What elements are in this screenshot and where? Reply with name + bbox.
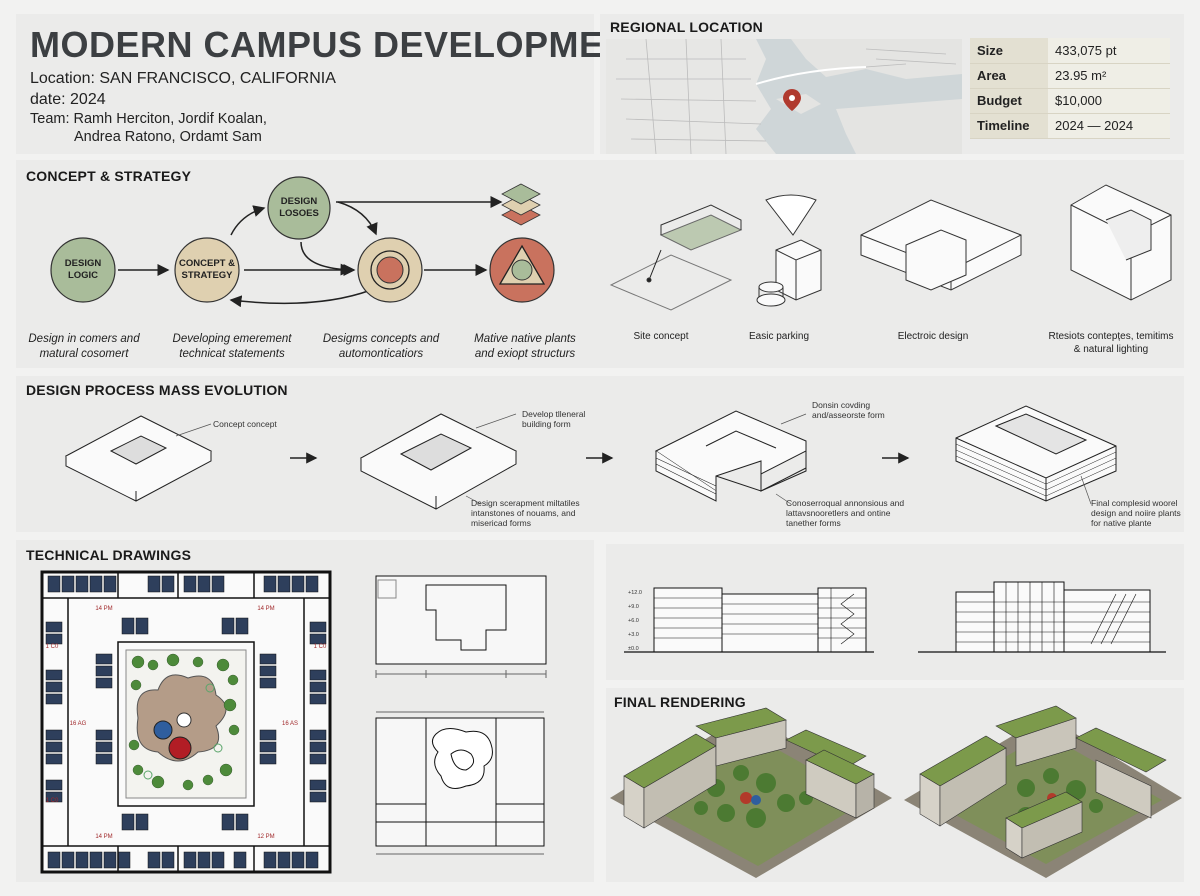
svg-text:+3.0: +3.0: [628, 632, 639, 638]
concept-caption-3: Desigms concepts and automonticatiors: [322, 333, 440, 360]
concept-strategy-label: CONCEPT & STRATEGY: [179, 258, 235, 281]
technical-panel: TECHNICAL DRAWINGS: [16, 540, 594, 882]
design-losoes-label: DESIGN LOSOES: [279, 196, 319, 219]
design-logic-node: [50, 237, 116, 303]
regional-map[interactable]: [606, 39, 962, 154]
elevation-drawings[interactable]: +12.0 +9.0 +6.0 +3.0 ±0.0: [606, 544, 1184, 680]
triangle-node: [489, 237, 555, 303]
plan-label: 1 C0: [46, 644, 59, 650]
mass-evolution-diagram: [64, 405, 1117, 510]
concept-caption-2: Developing emerement technicat statement…: [172, 333, 292, 360]
concept-panel: CONCEPT & STRATEGY: [16, 160, 1184, 368]
svg-text:±0.0: ±0.0: [628, 646, 639, 652]
courtyard-garden: [125, 649, 247, 799]
elevations-panel: +12.0 +9.0 +6.0 +3.0 ±0.0: [606, 544, 1184, 680]
cycle-node: [357, 237, 423, 303]
evolution-title: DESIGN PROCESS MASS EVOLUTION: [26, 382, 288, 398]
iso-caption-3: Electroic design: [897, 331, 969, 342]
rendering-panel: FINAL RENDERING: [606, 688, 1184, 882]
plan-label: 16 AG: [70, 721, 87, 727]
stat-label: Area: [970, 63, 1048, 89]
stat-label: Budget: [970, 88, 1048, 114]
evolution-note-5: Conoserroqual annonsious and lattavsnoor…: [786, 498, 905, 528]
rendering-view-2: [904, 705, 1182, 878]
page-title: MODERN CAMPUS DEVELOPMENT: [30, 24, 653, 65]
plan-drawing-upper[interactable]: [366, 570, 566, 682]
stats-row: Budget$10,000: [970, 88, 1170, 114]
concept-iso-sketches: [609, 184, 1172, 311]
plan-label: 14 PM: [95, 834, 112, 840]
project-location: Location: SAN FRANCISCO, CALIFORNIA: [30, 70, 336, 87]
header-panel: MODERN CAMPUS DEVELOPMENT Location: SAN …: [16, 14, 652, 154]
svg-text:+9.0: +9.0: [628, 604, 639, 610]
plan-label: 14 PM: [257, 606, 274, 612]
concept-strategy-node: [174, 237, 240, 303]
stat-value: 2024 — 2024: [1048, 113, 1170, 139]
plan-label: 1 C0: [314, 644, 327, 650]
stat-value: 23.95 m²: [1048, 63, 1170, 89]
evolution-note-2: Develop tlleneral building form: [522, 409, 586, 429]
layers-icon: [501, 183, 541, 226]
map-pin-icon[interactable]: [783, 89, 801, 111]
rendering-view-1: [610, 707, 892, 878]
svg-text:+12.0: +12.0: [628, 590, 642, 596]
final-rendering-images[interactable]: [606, 688, 1184, 882]
iso-caption-1: Site concept: [633, 331, 689, 342]
project-date: date: 2024: [30, 91, 106, 108]
project-team-line2: Andrea Ratono, Ordamt Sam: [74, 129, 262, 145]
evolution-note-3: Design scerapment miltatiles intanstones…: [471, 498, 580, 528]
plan-label: 12 PM: [257, 834, 274, 840]
design-losoes-node: [267, 176, 331, 240]
evolution-note-6: Final complesid woorel design and noiire…: [1091, 498, 1181, 528]
iso-caption-4: Rtesiots contepțes, temitims & natural l…: [1048, 331, 1174, 355]
concept-flow-diagram: [50, 176, 555, 308]
concept-title: CONCEPT & STRATEGY: [26, 168, 192, 184]
concept-caption-1: Design in comers and matural cosomert: [28, 333, 140, 360]
evolution-panel: DESIGN PROCESS MASS EVOLUTION: [16, 376, 1184, 532]
plan-drawing-lower[interactable]: [366, 704, 566, 880]
stat-label: Size: [970, 38, 1048, 64]
plan-label: 1 C0: [46, 798, 59, 804]
plan-label: 16 AS: [282, 721, 298, 727]
regional-title: REGIONAL LOCATION: [610, 19, 763, 35]
stat-label: Timeline: [970, 113, 1048, 139]
project-team-line1: Team: Ramh Herciton, Jordif Koalan,: [30, 111, 267, 127]
evolution-note-4: Donsin covding and/asseorste form: [812, 400, 885, 420]
evolution-note-1: Concept concept: [213, 419, 277, 429]
stat-value: 433,075 pt: [1048, 38, 1170, 64]
stat-value: $10,000: [1048, 88, 1170, 114]
concept-caption-4: Mative native plants and exiopt structur…: [474, 333, 576, 360]
design-logic-label: DESIGN LOGIC: [64, 258, 102, 281]
plan-label: 14 PM: [95, 606, 112, 612]
site-floor-plan[interactable]: 14 PM 14 PM 14 PM 12 PM 16 AG 16 AS 1 C0…: [38, 570, 334, 876]
iso-caption-2: Easic parking: [748, 331, 810, 342]
technical-title: TECHNICAL DRAWINGS: [26, 547, 192, 563]
svg-text:+6.0: +6.0: [628, 618, 639, 624]
rendering-title: FINAL RENDERING: [614, 694, 746, 710]
